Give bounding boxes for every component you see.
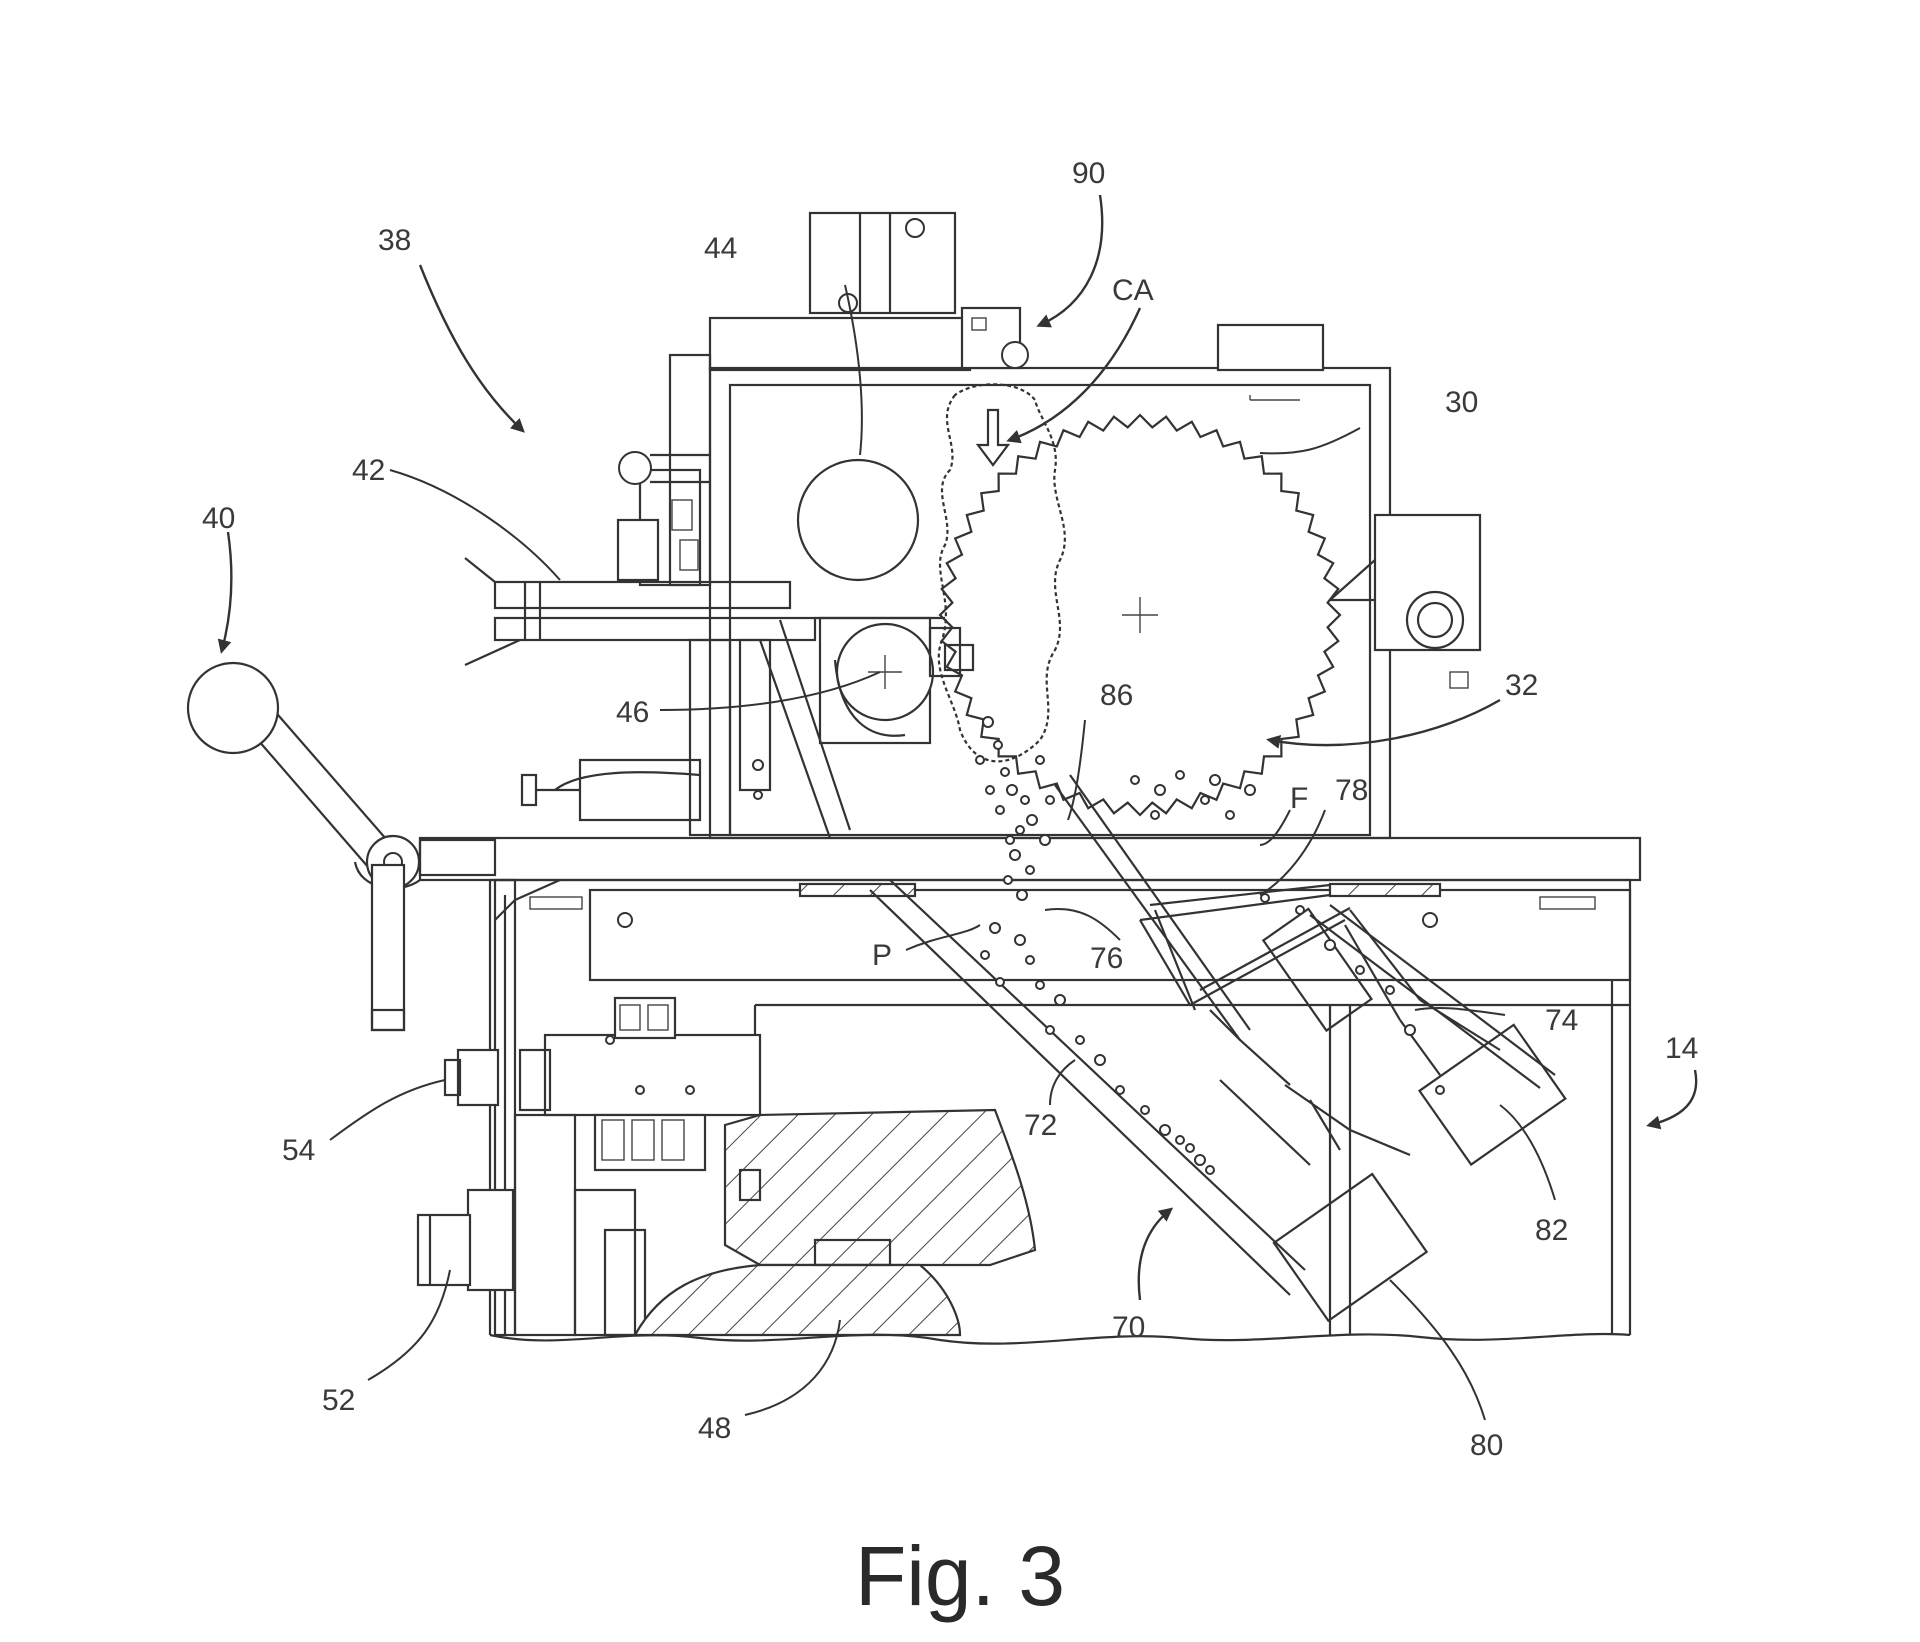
particle <box>1150 810 1160 820</box>
label-14: 14 <box>1665 1032 1698 1065</box>
label-80: 80 <box>1470 1429 1503 1462</box>
particle <box>985 785 995 795</box>
side-panel <box>416 878 762 1337</box>
particle <box>1026 814 1038 826</box>
particle <box>1015 825 1025 835</box>
label-70: 70 <box>1112 1311 1145 1344</box>
lever-40 <box>186 661 497 1032</box>
particle <box>1130 775 1140 785</box>
label-78: 78 <box>1335 774 1368 807</box>
particle <box>1054 994 1066 1006</box>
label-52: 52 <box>322 1384 355 1417</box>
label-54: 54 <box>282 1134 315 1167</box>
roller-46 <box>818 616 975 745</box>
particles-p <box>975 716 1445 1175</box>
particle <box>1185 1143 1195 1153</box>
particle <box>1140 1105 1150 1115</box>
leaders <box>217 194 1698 1421</box>
particle <box>1225 810 1235 820</box>
particle <box>1020 795 1030 805</box>
particle <box>995 805 1005 815</box>
feed-chute-42 <box>464 557 945 839</box>
particle <box>1035 980 1045 990</box>
saw-blade <box>938 413 1342 817</box>
particle <box>1006 784 1018 796</box>
particle <box>1075 1035 1085 1045</box>
particle <box>1003 875 1013 885</box>
particle <box>1005 835 1015 845</box>
particle <box>989 922 1001 934</box>
particle <box>1404 1024 1416 1036</box>
label-p: P <box>872 939 892 972</box>
label-40: 40 <box>202 502 235 535</box>
particle <box>1244 784 1256 796</box>
label-76: 76 <box>1090 942 1123 975</box>
label-44: 44 <box>704 232 737 265</box>
label-74: 74 <box>1545 1004 1578 1037</box>
particle <box>1209 774 1221 786</box>
particle <box>1039 834 1051 846</box>
particle <box>1115 1085 1125 1095</box>
particle <box>1295 905 1305 915</box>
break-line <box>489 1332 1631 1345</box>
label-90: 90 <box>1072 157 1105 190</box>
particle <box>1324 939 1336 951</box>
particle <box>1175 770 1185 780</box>
sensor-90 <box>960 306 1029 370</box>
dust-cloud <box>937 383 1066 763</box>
particle <box>1435 1085 1445 1095</box>
particle <box>1025 955 1035 965</box>
label-f: F <box>1290 782 1308 815</box>
particle <box>1385 985 1395 995</box>
label-32: 32 <box>1505 669 1538 702</box>
label-86: 86 <box>1100 679 1133 712</box>
particle <box>1094 1054 1106 1066</box>
particle <box>1045 1025 1055 1035</box>
particle <box>993 740 1003 750</box>
particle <box>1016 889 1028 901</box>
particle <box>1205 1165 1215 1175</box>
feed-mechanism-38 <box>520 353 772 837</box>
particle <box>1194 1154 1206 1166</box>
particle <box>1154 784 1166 796</box>
particle <box>1014 934 1026 946</box>
label-48: 48 <box>698 1412 731 1445</box>
particle <box>1159 1124 1171 1136</box>
particle <box>1260 893 1270 903</box>
particle <box>1175 1135 1185 1145</box>
particle <box>1035 755 1045 765</box>
motor-48 <box>633 1108 1037 1337</box>
label-30: 30 <box>1445 386 1478 419</box>
label-42: 42 <box>352 454 385 487</box>
particle <box>1025 865 1035 875</box>
particle <box>982 716 994 728</box>
roller-44 <box>796 458 920 582</box>
label-46: 46 <box>616 696 649 729</box>
label-ca: CA <box>1112 274 1154 307</box>
label-82: 82 <box>1535 1214 1568 1247</box>
reference-labels: 90 38 44 CA 30 42 40 46 86 32 F 78 P 76 … <box>202 157 1698 1462</box>
particle <box>1200 795 1210 805</box>
particle <box>975 755 985 765</box>
particle <box>980 950 990 960</box>
particle <box>1000 767 1010 777</box>
particle <box>1355 965 1365 975</box>
particle <box>1009 849 1021 861</box>
label-38: 38 <box>378 224 411 257</box>
upper-block <box>708 211 972 372</box>
particle <box>1045 795 1055 805</box>
label-72: 72 <box>1024 1109 1057 1142</box>
collection-chutes-70 <box>869 774 1567 1323</box>
blade-housing <box>708 323 1482 840</box>
figure-caption: Fig. 3 <box>855 1529 1065 1623</box>
particle <box>995 977 1005 987</box>
